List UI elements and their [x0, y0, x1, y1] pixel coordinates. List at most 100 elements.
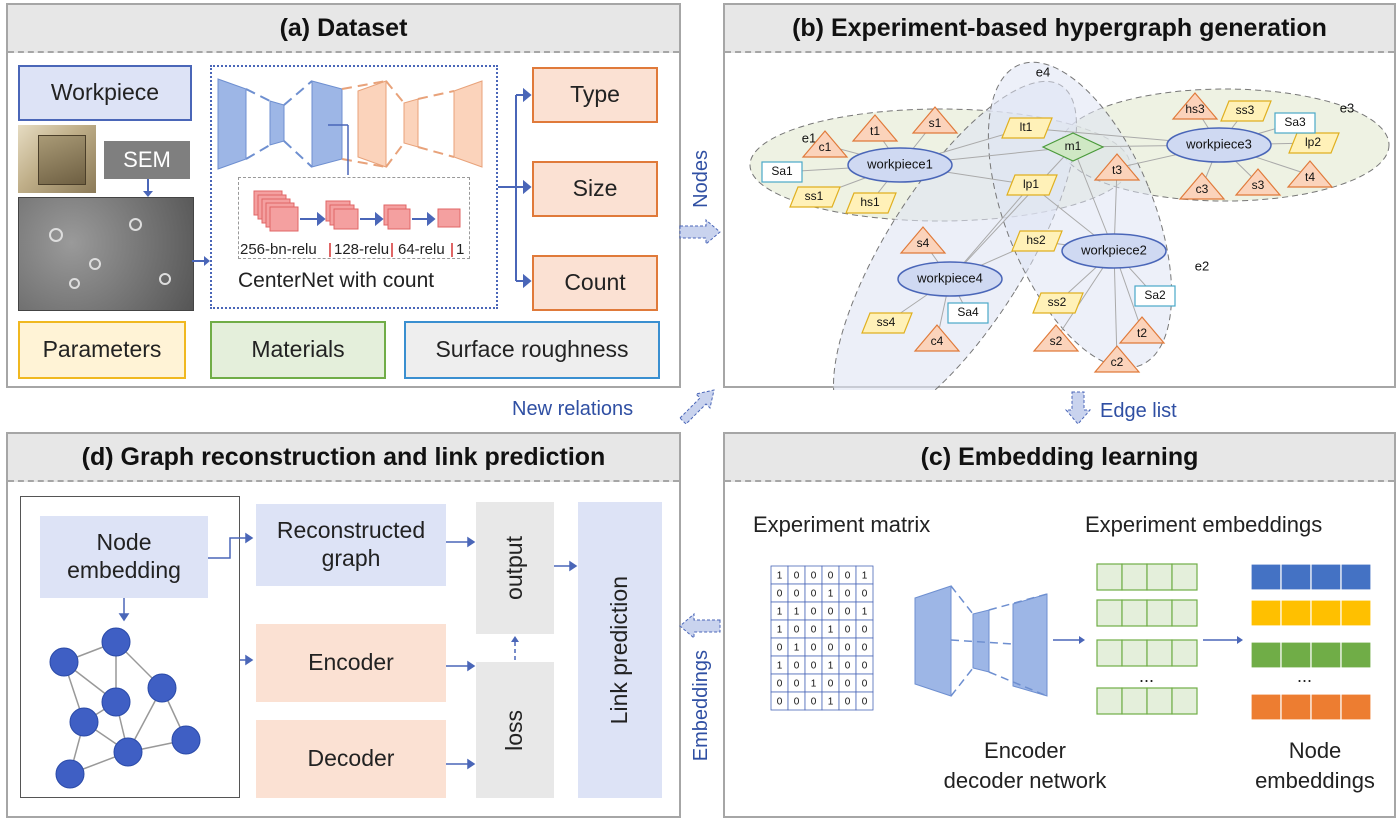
matrix-cell: 1: [770, 565, 789, 585]
matrix-cell: 0: [787, 691, 806, 711]
edge-label-e4: e4: [1036, 64, 1050, 79]
hyperedge-link: [949, 146, 1074, 280]
node-embedding-cell: [1310, 693, 1342, 721]
decoder-box: Decoder: [256, 720, 446, 798]
matrix-cell: 0: [855, 637, 874, 657]
matrix-cell: 0: [855, 673, 874, 693]
triangle-shape: [1093, 345, 1141, 373]
matrix-cell-value: 0: [862, 589, 868, 600]
matrix-cell: 0: [804, 637, 823, 657]
panel-a-graphics: [143, 78, 532, 289]
matrix-cell: 0: [770, 673, 789, 693]
node-embedding-cell: [1250, 693, 1282, 721]
matrix-cell-value: 1: [777, 625, 783, 636]
matrix-cell: 0: [838, 565, 857, 585]
rect-shape: [1274, 112, 1316, 134]
matrix-cell-value: 0: [862, 625, 868, 636]
parallelogram-label: lp1: [1023, 177, 1039, 191]
matrix-cell-value: 1: [828, 697, 834, 708]
triangle-shape: [851, 114, 899, 142]
matrix-cell: 0: [821, 565, 840, 585]
layer-label-2: 128-relu: [334, 241, 390, 258]
arrow-head: [1237, 636, 1243, 644]
encoder-decoder-label: Encoder decoder network: [925, 736, 1125, 795]
panel-d-graphics: [49, 532, 578, 789]
triangle-node-c4: c4: [913, 324, 961, 352]
triangle-label: t2: [1137, 326, 1147, 340]
triangle-label: c1: [819, 140, 832, 154]
parallelogram-label: ss1: [805, 189, 824, 203]
reconstructed-graph-box: Reconstructed graph: [256, 504, 446, 586]
workpiece-photo: [18, 125, 96, 193]
rect-label: Sa1: [771, 164, 793, 178]
workpiece-shape: [1061, 233, 1167, 269]
triangle-shape: [1093, 153, 1141, 181]
panel-c-title: (c) Embedding learning: [725, 434, 1394, 482]
matrix-cell-value: 0: [845, 625, 851, 636]
encoder-trapezoid-2: [972, 609, 990, 673]
edge-label-e3: e3: [1340, 100, 1354, 115]
workpiece-node-workpiece3: workpiece3: [1166, 127, 1272, 163]
sem-image: [18, 197, 194, 311]
triangle-label: c4: [931, 334, 944, 348]
matrix-cell-value: 1: [777, 607, 783, 618]
triangle-shape: [1178, 172, 1226, 200]
parallelogram-node-lp2: lp2: [1288, 132, 1340, 154]
parallelogram-node-hs2: hs2: [1011, 230, 1063, 252]
encoder-trapezoid-1: [914, 585, 952, 697]
parallelogram-shape: [1011, 230, 1063, 252]
matrix-cell-value: 1: [828, 661, 834, 672]
triangle-shape: [1118, 316, 1166, 344]
parallelogram-node-ss1: ss1: [789, 186, 841, 208]
matrix-cell-value: 0: [862, 697, 868, 708]
materials-box: Materials: [210, 321, 386, 379]
panel-b-title: (b) Experiment-based hypergraph generati…: [725, 5, 1394, 53]
matrix-cell: 0: [838, 673, 857, 693]
reconstructed-graph-text: Reconstructed graph: [276, 517, 426, 571]
panel-a-title: (a) Dataset: [8, 5, 679, 53]
matrix-cell-value: 0: [862, 661, 868, 672]
matrix-cell-value: 0: [862, 643, 868, 654]
layer-label-4: 1: [456, 241, 465, 258]
matrix-cell-value: 0: [845, 607, 851, 618]
matrix-cell: 1: [787, 601, 806, 621]
rect-node-Sa1: Sa1: [761, 161, 803, 183]
matrix-cell: 0: [855, 619, 874, 639]
new-relations-label: New relations: [512, 398, 634, 420]
matrix-cell-value: 0: [777, 697, 783, 708]
matrix-cell: 0: [821, 673, 840, 693]
embeddings-arrow-icon: [679, 612, 721, 640]
rect-label: Sa4: [957, 305, 979, 319]
matrix-cell-value: 0: [845, 571, 851, 582]
matrix-cell: 0: [787, 565, 806, 585]
matrix-cell-value: 0: [845, 643, 851, 654]
matrix-cell: 0: [821, 601, 840, 621]
experiment-embedding-cell: [1096, 599, 1123, 627]
panel-embedding: (c) Embedding learning Experiment matrix…: [723, 432, 1396, 818]
matrix-cell: 0: [855, 583, 874, 603]
parallelogram-shape: [1288, 132, 1340, 154]
matrix-cell-value: 0: [811, 625, 817, 636]
nodes-label: Nodes: [690, 150, 712, 208]
node-ellipsis: ...: [1297, 666, 1313, 686]
surface-roughness-box: Surface roughness: [404, 321, 660, 379]
count-box: Count: [532, 255, 658, 311]
matrix-cell-value: 1: [862, 607, 868, 618]
experiment-embedding-cell: [1121, 639, 1148, 667]
experiment-embedding-cell: [1146, 563, 1173, 591]
graph-frame: [20, 496, 240, 798]
parallelogram-label: ss4: [877, 315, 896, 329]
matrix-cell: 0: [804, 655, 823, 675]
nodes-arrow-icon: [679, 218, 721, 246]
matrix-cell: 0: [838, 601, 857, 621]
workpiece-node-workpiece1: workpiece1: [847, 147, 953, 183]
parallelogram-shape: [845, 192, 897, 214]
parallelogram-node-ss3: ss3: [1220, 100, 1272, 122]
node-embedding-cell: [1250, 599, 1282, 627]
rect-shape: [1134, 285, 1176, 307]
centernet-head-box: [238, 177, 470, 259]
matrix-cell: 0: [770, 691, 789, 711]
matrix-cell: 0: [855, 691, 874, 711]
node-embedding-cell: [1310, 563, 1342, 591]
triangle-shape: [913, 324, 961, 352]
